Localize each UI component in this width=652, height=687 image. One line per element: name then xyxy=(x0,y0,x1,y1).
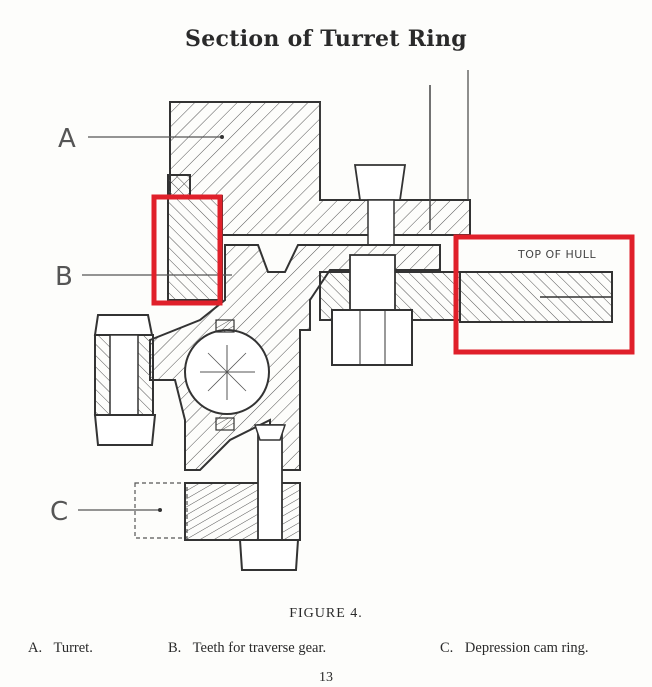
left-bolt-head xyxy=(93,314,154,336)
legend-text: Teeth for traverse gear. xyxy=(192,640,327,656)
legend-key: C. xyxy=(440,640,454,656)
hull-label: TOP OF HULL xyxy=(517,248,596,261)
bearing-seal-top xyxy=(215,319,235,333)
bearing-seal-bottom xyxy=(215,417,235,431)
hull-bolt-shank xyxy=(349,254,396,311)
hull-plate-right xyxy=(459,271,613,323)
legend-key: B. xyxy=(168,640,182,656)
page-title: Section of Turret Ring xyxy=(185,26,467,52)
hull-bolt-nut xyxy=(331,309,413,366)
legend-item-a: A. Turret. xyxy=(28,640,93,657)
callout-b-label: B xyxy=(55,262,73,292)
legend-key: A. xyxy=(28,640,43,656)
lower-bolt-head xyxy=(253,424,287,441)
legend-text: Depression cam ring. xyxy=(464,640,589,656)
left-bolt-shank xyxy=(109,334,139,416)
figure-caption: FIGURE 4. xyxy=(289,606,363,621)
left-bolt-nut xyxy=(93,414,157,446)
page-number: 13 xyxy=(319,670,333,685)
lower-bolt-shank xyxy=(257,424,283,541)
lower-bolt-nut xyxy=(238,539,300,571)
callout-c-label: C xyxy=(50,497,68,527)
callout-a-label: A xyxy=(58,124,76,154)
legend-item-c: C. Depression cam ring. xyxy=(440,640,589,657)
legend-item-b: B. Teeth for traverse gear. xyxy=(168,640,326,657)
top-bolt-shank xyxy=(367,199,395,246)
highlight-box-teeth xyxy=(151,194,223,306)
highlight-box-hull xyxy=(453,234,635,355)
legend-text: Turret. xyxy=(53,640,93,656)
top-bolt xyxy=(353,164,407,201)
